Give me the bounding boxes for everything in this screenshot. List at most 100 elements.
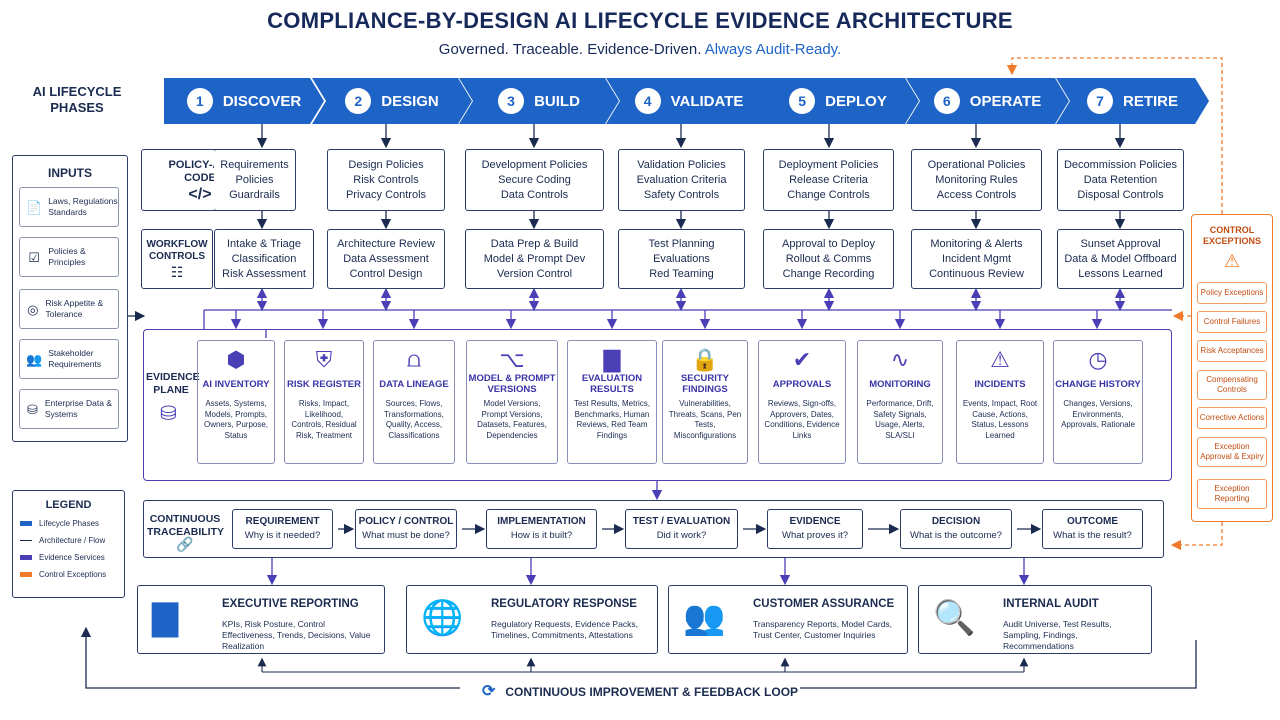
warning-icon: ⚠: [990, 347, 1010, 372]
evidence-plane-label: EVIDENCE PLANE: [146, 371, 200, 396]
policy-line: Risk Controls: [353, 173, 419, 186]
code-icon: </>: [188, 185, 212, 203]
search-icon: 🔍: [933, 599, 976, 637]
policy-line: Guardrails: [229, 188, 280, 201]
control-exception-item: Exception Approval & Expiry: [1197, 437, 1267, 467]
policy-line: Safety Controls: [643, 188, 720, 201]
workflow-line: Intake & Triage: [227, 237, 301, 250]
phase-label-text: DISCOVER: [222, 92, 302, 110]
phase-number: 5: [789, 88, 815, 114]
policy-line: Release Criteria: [789, 173, 868, 186]
policy-line: Privacy Controls: [345, 188, 427, 201]
input-item: ☑Policies & Principles: [19, 237, 119, 277]
phase-label-text: VALIDATE: [670, 92, 744, 110]
output-desc: Regulatory Requests, Evidence Packs, Tim…: [491, 619, 638, 640]
inputs-panel: INPUTS: [12, 155, 128, 442]
document-icon: 📄: [26, 199, 43, 215]
policy-line: Data Retention: [1083, 173, 1158, 186]
legend-label: Architecture / Flow: [39, 536, 106, 545]
input-label: Laws, Regulations Standards: [48, 196, 118, 217]
control-exception-item: Corrective Actions: [1197, 407, 1267, 429]
evidence-desc: Model Versions, Prompt Versions, Dataset…: [477, 399, 547, 440]
evidence-title: MODEL & PROMPT VERSIONS: [468, 373, 556, 395]
link-icon: 🔗: [176, 536, 194, 552]
evidence-desc: Events, Impact, Root Cause, Actions, Sta…: [962, 399, 1038, 440]
workflow-line: Data Assessment: [343, 252, 429, 265]
legend-swatch: [20, 572, 32, 577]
policy-line: Data Controls: [500, 188, 569, 201]
legend-label: Evidence Services: [39, 553, 105, 562]
globe-icon: 🌐: [421, 599, 464, 637]
evidence-title: SECURITY FINDINGS: [680, 373, 730, 395]
workflow-controls-label: WORKFLOW CONTROLS: [146, 238, 208, 262]
evidence-title: CHANGE HISTORY: [1055, 378, 1141, 390]
legend-item: Lifecycle Phases: [20, 519, 99, 528]
subtitle-highlight: Always Audit-Ready.: [704, 41, 842, 58]
input-label: Risk Appetite & Tolerance: [45, 298, 104, 319]
workflow-line: Data & Model Offboard: [1064, 252, 1177, 265]
policy-line: Policies: [235, 173, 274, 186]
bar-chart-icon: ▇: [152, 599, 179, 637]
evidence-card[interactable]: ◷ CHANGE HISTORY Changes, Versions, Enviro…: [1053, 340, 1143, 464]
legend-item: Control Exceptions: [20, 570, 106, 579]
control-exception-item: Policy Exceptions: [1197, 282, 1267, 304]
cube-icon: ⬢: [226, 347, 246, 372]
legend-label: Control Exceptions: [39, 570, 107, 579]
workflow-line: Risk Assessment: [222, 267, 306, 280]
phase-number: 7: [1087, 88, 1113, 114]
evidence-title: APPROVALS: [772, 378, 832, 390]
workflow-line: Evaluations: [653, 252, 710, 265]
trace-question: Did it work?: [656, 530, 707, 541]
policy-line: Validation Policies: [637, 158, 726, 171]
workflow-line: Control Design: [349, 267, 423, 280]
control-exception-item: Control Failures: [1197, 311, 1267, 333]
input-item: 👥Stakeholder Requirements: [19, 339, 119, 379]
people-icon: 👥: [26, 351, 43, 367]
bar-chart-icon: ▇: [603, 347, 621, 372]
clock-icon: ◷: [1088, 347, 1108, 372]
evidence-desc: Sources, Flows, Transformations, Quality…: [384, 399, 444, 440]
trace-question: What is the outcome?: [910, 530, 1002, 541]
output-desc: Transparency Reports, Model Cards, Trust…: [753, 619, 893, 640]
traceability-panel: [143, 500, 1164, 558]
workflow-line: Red Teaming: [649, 267, 714, 280]
evidence-title: DATA LINEAGE: [379, 378, 449, 390]
evidence-desc: Performance, Drift, Safety Signals, Usag…: [866, 399, 934, 440]
workflow-line: Model & Prompt Dev: [483, 252, 586, 265]
page-subtitle: Governed. Traceable. Evidence-Driven. Al…: [0, 41, 1280, 58]
feedback-loop-label: CONTINUOUS IMPROVEMENT & FEEDBACK LOOP: [505, 685, 799, 699]
evidence-desc: Changes, Versions, Environments, Approva…: [1061, 399, 1135, 429]
output-desc: KPIs, Risk Posture, Control Effectivenes…: [222, 619, 371, 651]
trace-title: REQUIREMENT: [245, 516, 320, 527]
